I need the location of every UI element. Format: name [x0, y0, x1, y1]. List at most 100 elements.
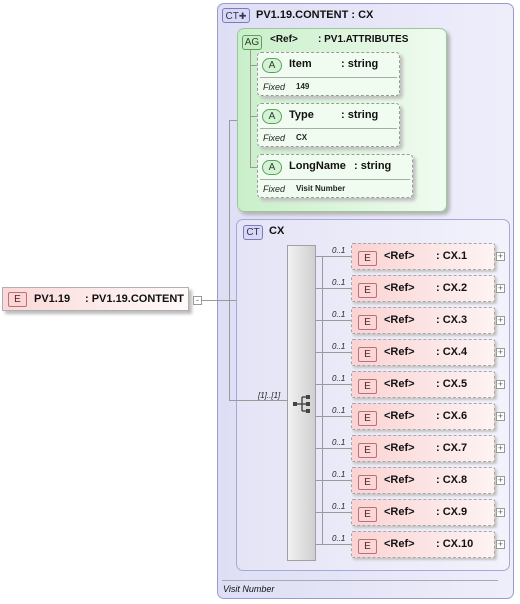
cx2-connector — [316, 288, 351, 289]
cx10-ref: <Ref> — [384, 538, 415, 550]
element-cx6-box[interactable]: E <Ref> : CX.6 — [351, 403, 495, 430]
attribute-longname-type: : string — [354, 160, 392, 172]
cx9-connector — [316, 512, 351, 513]
element-cx7-box[interactable]: E <Ref> : CX.7 — [351, 435, 495, 462]
attribute-type-name: Type — [289, 109, 314, 121]
sequence-occurrence: [1]..[1] — [258, 391, 281, 400]
root-element-badge-icon: E — [8, 292, 27, 307]
cx6-type: : CX.6 — [436, 410, 468, 422]
cx10-occurrence: 0..1 — [332, 534, 346, 543]
attribute-type-fixed-label: Fixed — [263, 133, 286, 143]
cx10-type: : CX.10 — [436, 538, 474, 550]
sequence-compositor[interactable] — [287, 245, 316, 561]
attribute-type-type: : string — [341, 109, 379, 121]
sequence-icon — [293, 395, 310, 413]
cx8-ref: <Ref> — [384, 474, 415, 486]
element-cx4-box[interactable]: E <Ref> : CX.4 — [351, 339, 495, 366]
ct-plus-icon: ✚ — [238, 11, 247, 21]
cx6-expand-button[interactable]: + — [496, 411, 505, 421]
cx2-expand-button[interactable]: + — [496, 283, 505, 293]
attribute-item-type: : string — [341, 58, 379, 70]
cx1-badge-icon: E — [358, 251, 377, 266]
cx3-expand-button[interactable]: + — [496, 315, 505, 325]
ct-badge-text: CT — [225, 11, 239, 22]
root-element-name: PV1.19 — [34, 293, 71, 305]
ag-badge-icon: AG — [242, 35, 262, 50]
cx8-type: : CX.8 — [436, 474, 468, 486]
attribute-type-badge-icon: A — [262, 109, 282, 124]
cx3-ref: <Ref> — [384, 314, 415, 326]
cx6-ref: <Ref> — [384, 410, 415, 422]
cx3-occurrence: 0..1 — [332, 310, 346, 319]
cx10-badge-icon: E — [358, 539, 377, 554]
cx1-ref: <Ref> — [384, 250, 415, 262]
root-collapse-button[interactable]: - — [193, 296, 202, 305]
attribute-longname-box: A LongName : string Fixed Visit Number — [257, 154, 413, 198]
sequence-children-line — [322, 256, 323, 544]
cx9-expand-button[interactable]: + — [496, 507, 505, 517]
cx5-badge-icon: E — [358, 379, 377, 394]
ct-footer-divider — [222, 580, 498, 581]
element-cx2-box[interactable]: E <Ref> : CX.2 — [351, 275, 495, 302]
cx5-expand-button[interactable]: + — [496, 379, 505, 389]
cx8-expand-button[interactable]: + — [496, 475, 505, 485]
element-cx9-box[interactable]: E <Ref> : CX.9 — [351, 499, 495, 526]
cx1-occurrence: 0..1 — [332, 246, 346, 255]
attribute-item-fixed-value: 149 — [296, 82, 310, 91]
cx5-connector — [316, 384, 351, 385]
cx5-type: : CX.5 — [436, 378, 468, 390]
attribute-type-fixed-value: CX — [296, 133, 308, 142]
cx9-ref: <Ref> — [384, 506, 415, 518]
ag-connector-vertical — [250, 50, 251, 167]
attribute-item-divider — [260, 77, 397, 78]
ag-connector-type — [250, 116, 259, 117]
cx3-type: : CX.3 — [436, 314, 468, 326]
cx7-connector — [316, 448, 351, 449]
cx9-badge-icon: E — [358, 507, 377, 522]
cx4-badge-icon: E — [358, 347, 377, 362]
cx7-occurrence: 0..1 — [332, 438, 346, 447]
cx8-connector — [316, 480, 351, 481]
cx3-connector — [316, 320, 351, 321]
ag-ref-label: <Ref> — [270, 34, 298, 45]
element-cx1-box[interactable]: E <Ref> : CX.1 — [351, 243, 495, 270]
element-cx5-box[interactable]: E <Ref> : CX.5 — [351, 371, 495, 398]
cx5-ref: <Ref> — [384, 378, 415, 390]
root-element-type: : PV1.19.CONTENT — [85, 293, 185, 305]
cx2-type: : CX.2 — [436, 282, 468, 294]
element-cx10-box[interactable]: E <Ref> : CX.10 — [351, 531, 495, 558]
root-element-box[interactable]: E PV1.19 : PV1.19.CONTENT — [2, 287, 189, 311]
content-connector-ag — [229, 120, 237, 121]
cx1-expand-button[interactable]: + — [496, 251, 505, 261]
attribute-item-name: Item — [289, 58, 312, 70]
cx8-occurrence: 0..1 — [332, 470, 346, 479]
cx6-occurrence: 0..1 — [332, 406, 346, 415]
cx3-badge-icon: E — [358, 315, 377, 330]
content-connector-sequence — [229, 400, 287, 401]
attribute-longname-fixed-value: Visit Number — [296, 184, 346, 193]
attribute-item-fixed-label: Fixed — [263, 82, 286, 92]
cx8-badge-icon: E — [358, 475, 377, 490]
content-type-title: PV1.19.CONTENT : CX — [256, 9, 374, 21]
attribute-type-box: A Type : string Fixed CX — [257, 103, 400, 147]
attribute-longname-divider — [260, 179, 410, 180]
cx9-type: : CX.9 — [436, 506, 468, 518]
cx7-ref: <Ref> — [384, 442, 415, 454]
cx1-type: : CX.1 — [436, 250, 468, 262]
cx2-badge-icon: E — [358, 283, 377, 298]
cx7-expand-button[interactable]: + — [496, 443, 505, 453]
cx7-type: : CX.7 — [436, 442, 468, 454]
cx6-connector — [316, 416, 351, 417]
attribute-type-divider — [260, 128, 397, 129]
complex-type-name: CX — [269, 225, 285, 237]
cx9-occurrence: 0..1 — [332, 502, 346, 511]
element-cx3-box[interactable]: E <Ref> : CX.3 — [351, 307, 495, 334]
attribute-longname-badge-icon: A — [262, 160, 282, 175]
cx4-expand-button[interactable]: + — [496, 347, 505, 357]
attribute-longname-fixed-label: Fixed — [263, 184, 286, 194]
element-cx8-box[interactable]: E <Ref> : CX.8 — [351, 467, 495, 494]
cx4-type: : CX.4 — [436, 346, 468, 358]
cx-ct-badge-icon: CT — [243, 225, 263, 240]
cx2-occurrence: 0..1 — [332, 278, 346, 287]
cx10-expand-button[interactable]: + — [496, 539, 505, 549]
